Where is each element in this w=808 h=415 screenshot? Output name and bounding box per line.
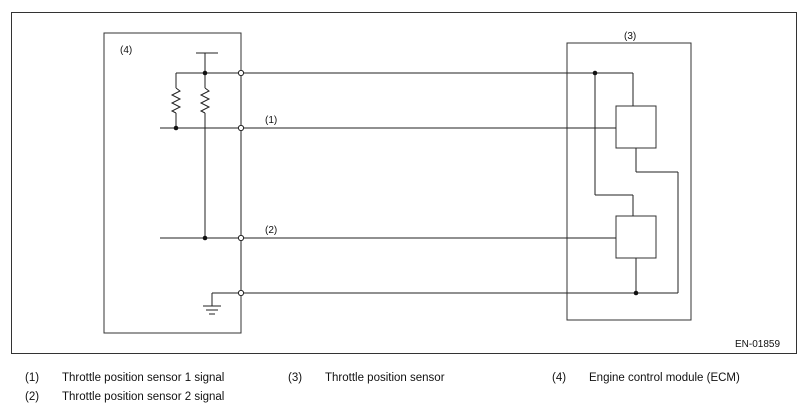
junction-sensor-power — [592, 70, 598, 76]
ecm-box — [103, 32, 242, 334]
legend-item-2: (2) Throttle position sensor 2 signal — [25, 391, 224, 403]
signal-2-label: (2) — [265, 225, 277, 236]
junction-supply — [202, 70, 208, 76]
junction-signal-2 — [202, 235, 208, 241]
legend-number: (4) — [552, 372, 567, 384]
legend-item-3: (3) Throttle position sensor — [288, 372, 445, 384]
sensor-box — [566, 42, 692, 321]
resistor-2 — [199, 87, 211, 114]
legend-text: Throttle position sensor 2 signal — [62, 391, 225, 403]
junction-resistor-1 — [173, 125, 179, 131]
legend-text: Throttle position sensor — [325, 372, 445, 384]
legend-number: (2) — [25, 391, 40, 403]
terminal-signal-2 — [237, 234, 245, 242]
diagram-frame — [11, 12, 797, 354]
legend-text: Engine control module (ECM) — [589, 372, 740, 384]
legend-number: (1) — [25, 372, 40, 384]
legend-item-4: (4) Engine control module (ECM) — [552, 372, 740, 384]
legend-text: Throttle position sensor 1 signal — [62, 372, 225, 384]
sensor-element-1 — [615, 105, 657, 149]
signal-1-label: (1) — [265, 115, 277, 126]
terminal-power — [237, 69, 245, 77]
terminal-ground — [237, 289, 245, 297]
terminal-signal-1 — [237, 124, 245, 132]
resistor-1 — [170, 87, 182, 114]
ecm-label: (4) — [120, 45, 132, 56]
legend-item-1: (1) Throttle position sensor 1 signal — [25, 372, 224, 384]
sensor-element-2 — [615, 215, 657, 259]
legend-number: (3) — [288, 372, 303, 384]
figure-code: EN-01859 — [735, 339, 780, 350]
junction-sensor-ground — [633, 290, 639, 296]
sensor-label: (3) — [624, 31, 636, 42]
wiring-diagram: (4) (3) (1) (2) EN-01859 — [103, 31, 780, 350]
